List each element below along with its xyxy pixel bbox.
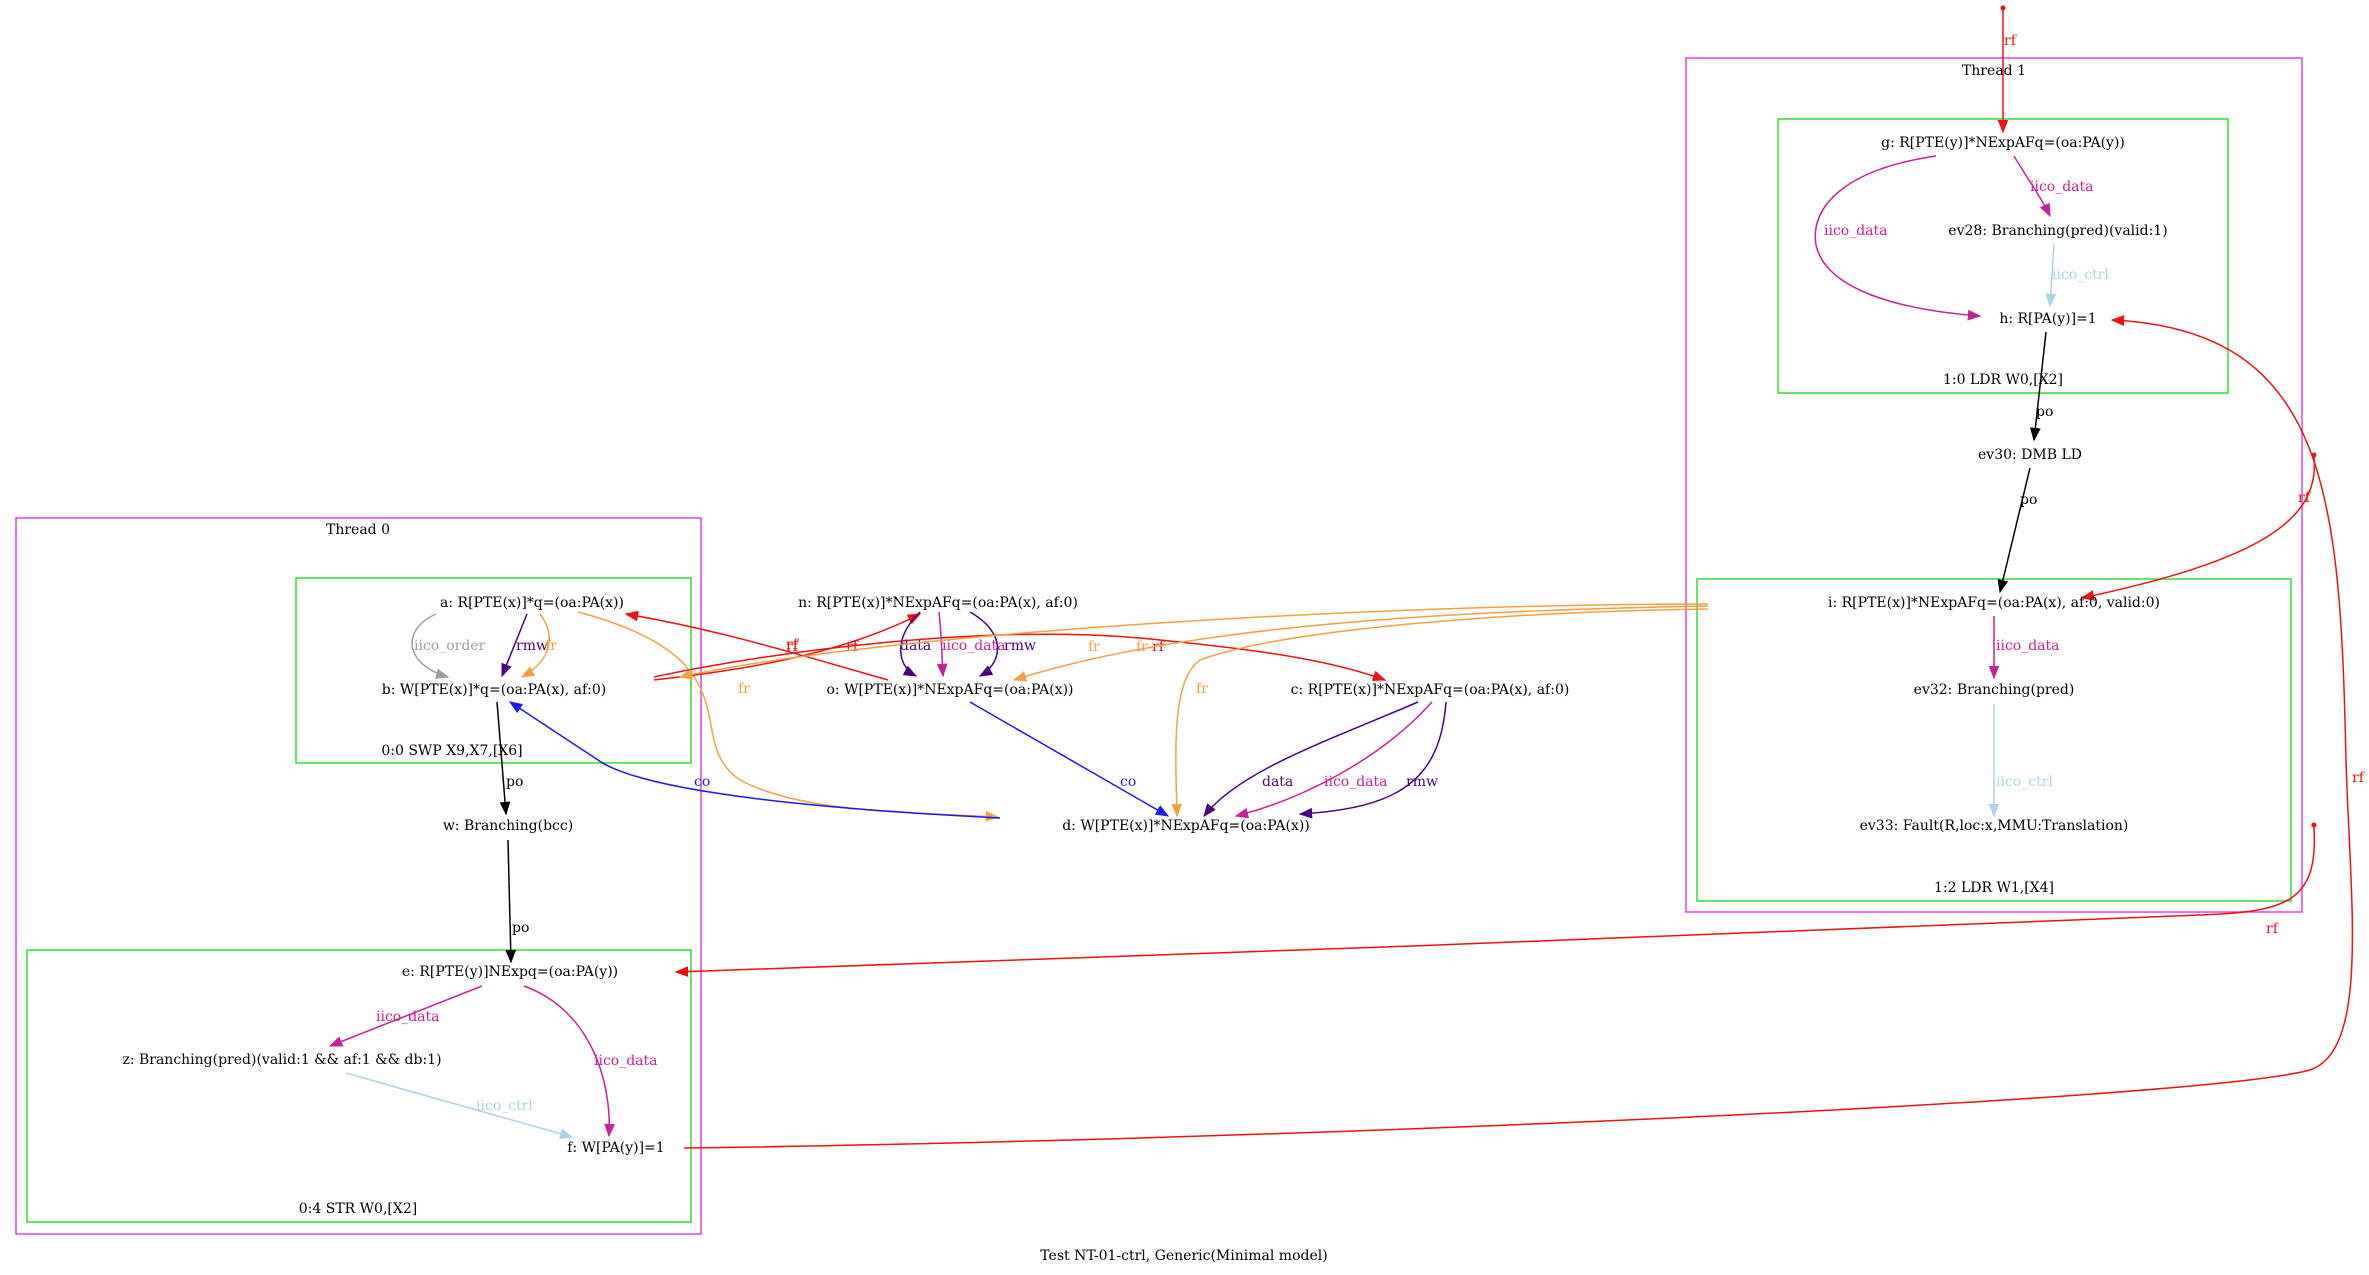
- node-f: f: W[PA(y)]=1: [567, 1140, 664, 1156]
- edge-label-rf-oa: rf: [786, 637, 800, 653]
- thread-1-cluster: Thread 1: [1685, 57, 2303, 913]
- edge-a-b-rmw: [501, 613, 528, 678]
- edge-label-iico-ctrl-ev32-ev33: iico_ctrl: [1996, 774, 2053, 790]
- edge-label-rf-init-g: rf: [2004, 33, 2018, 49]
- thread-1-label: Thread 1: [1962, 63, 2026, 79]
- edge-label-po-ev30-i: po: [2020, 492, 2037, 508]
- instruction-0-4-label: 0:4 STR W0,[X2]: [299, 1201, 417, 1217]
- edge-label-rmw-ab: rmw: [516, 638, 548, 654]
- node-ev33: ev33: Fault(R,loc:x,MMU:Translation): [1860, 818, 2129, 834]
- edge-init-i-rf: [2080, 456, 2316, 601]
- init-dot-icon: [2311, 822, 2317, 828]
- edge-label-rf-bn: rf: [786, 639, 800, 655]
- edge-ev30-i-po: [1997, 467, 2031, 594]
- edge-h-ev30-po: [2029, 331, 2047, 442]
- edge-label-rf-fh: rf: [2352, 770, 2366, 786]
- edge-label-po-we: po: [512, 920, 529, 936]
- edge-label-fr-io: fr: [1136, 639, 1148, 655]
- edge-n-o-iico-data: [936, 611, 948, 678]
- edge-g-ev28-iico-data: [2013, 155, 2051, 218]
- node-w: w: Branching(bcc): [443, 818, 573, 834]
- edge-c-d-iico-data: [1234, 701, 1433, 819]
- edge-e-z-iico-data: [328, 985, 483, 1047]
- node-e: e: R[PTE(y)]NExpq=(oa:PA(y)): [402, 964, 618, 980]
- instruction-box-1-0: 1:0 LDR W0,[X2]: [1777, 118, 2229, 394]
- node-n: n: R[PTE(x)]*NExpAFq=(oa:PA(x), af:0): [798, 595, 1078, 611]
- node-c: c: R[PTE(x)]*NExpAFq=(oa:PA(x), af:0): [1291, 682, 1570, 698]
- edge-label-rf-init-i: rf: [2298, 490, 2312, 506]
- edge-e-f-iico-data: [523, 985, 616, 1138]
- edge-label-co-od: co: [1120, 774, 1136, 790]
- edge-label-iico-data-i-ev32: iico_data: [1996, 638, 2060, 654]
- edge-label-rf-init-e: rf: [2266, 921, 2280, 937]
- node-i: i: R[PTE(x)]*NExpAFq=(oa:PA(x), af:0, va…: [1828, 595, 2160, 611]
- edge-label-po-bw: po: [506, 774, 523, 790]
- node-ev30: ev30: DMB LD: [1978, 447, 2082, 463]
- edge-label-co-db: co: [694, 774, 710, 790]
- edge-b-w-po: [496, 701, 511, 816]
- edge-n-o-rmw: [969, 611, 999, 677]
- edge-d-b-co: [508, 701, 1001, 819]
- node-h: h: R[PA(y)]=1: [1999, 311, 2096, 327]
- node-d: d: W[PTE(x)]*NExpAFq=(oa:PA(x)): [1062, 818, 1310, 834]
- node-b: b: W[PTE(x)]*q=(oa:PA(x), af:0): [382, 682, 606, 698]
- edge-g-h-iico-data: [1814, 155, 1982, 321]
- edge-c-d-rmw: [1298, 701, 1447, 819]
- instruction-box-1-2: 1:2 LDR W1,[X4]: [1696, 578, 2292, 902]
- edge-label-data-no: data: [900, 638, 931, 654]
- edge-w-e-po: [505, 839, 517, 964]
- edge-b-c-rf: [653, 633, 1387, 681]
- init-dot-icon: [2311, 452, 2317, 458]
- thread-0-label: Thread 0: [326, 522, 390, 538]
- edge-i-d-fr: [1171, 608, 1709, 818]
- edge-label-rf-bc-2: rf: [1152, 639, 1166, 655]
- edge-a-b-fr: [520, 613, 550, 678]
- node-o: o: W[PTE(x)]*NExpAFq=(oa:PA(x)): [826, 682, 1073, 698]
- edge-n-o-data: [900, 611, 921, 677]
- edge-label-fr-ab: fr: [545, 638, 557, 654]
- edge-a-b-iico-order: [411, 613, 450, 679]
- node-ev28: ev28: Branching(pred)(valid:1): [1948, 223, 2167, 239]
- edge-o-d-co: [969, 701, 1170, 817]
- edge-o-a-rf: [624, 610, 889, 681]
- edge-label-data-cd: data: [1262, 774, 1293, 790]
- edge-c-d-data: [1203, 701, 1419, 818]
- edge-label-fr-ad: fr: [738, 681, 750, 697]
- instruction-1-0-label: 1:0 LDR W0,[X2]: [1943, 372, 2063, 388]
- edge-label-rf-bc: rf: [846, 639, 860, 655]
- edge-init-e-rf: [674, 826, 2316, 978]
- node-a: a: R[PTE(x)]*q=(oa:PA(x)): [440, 595, 624, 611]
- edge-label-iico-data-cd: iico_data: [1324, 774, 1388, 790]
- instruction-box-0-4: 0:4 STR W0,[X2]: [26, 949, 692, 1223]
- edge-i-b-fr: [678, 603, 1709, 680]
- edge-label-iico-data-ef: iico_data: [594, 1053, 658, 1069]
- node-ev32: ev32: Branching(pred): [1914, 682, 2075, 698]
- edge-ev28-h-iico-ctrl: [2045, 243, 2057, 308]
- instruction-0-0-label: 0:0 SWP X9,X7,[X6]: [381, 743, 522, 759]
- edge-label-iico-data-g-h: iico_data: [1824, 223, 1888, 239]
- edge-label-rmw-cd: rmw: [1406, 774, 1438, 790]
- diagram-caption: Test NT-01-ctrl, Generic(Minimal model): [1040, 1248, 1327, 1264]
- edge-label-iico-data-no: iico_data: [942, 638, 1006, 654]
- edge-label-po-h-ev30: po: [2036, 404, 2053, 420]
- thread-0-cluster: Thread 0: [15, 517, 702, 1235]
- edge-label-fr-ib: fr: [1088, 639, 1100, 655]
- init-dot-icon: [2000, 5, 2006, 11]
- node-g: g: R[PTE(y)]*NExpAFq=(oa:PA(y)): [1881, 135, 2125, 151]
- edge-label-rmw-no: rmw: [1004, 638, 1036, 654]
- edge-label-iico-data-g-ev28: iico_data: [2030, 179, 2094, 195]
- edge-z-f-iico-ctrl: [345, 1072, 574, 1139]
- edge-label-iico-ctrl-ev28-h: iico_ctrl: [2052, 267, 2109, 283]
- edge-label-iico-order: iico_order: [414, 638, 486, 654]
- edge-label-iico-data-ez: iico_data: [376, 1009, 440, 1025]
- edge-label-iico-ctrl-zf: iico_ctrl: [476, 1098, 533, 1114]
- instruction-1-2-label: 1:2 LDR W1,[X4]: [1934, 880, 2054, 896]
- edge-f-h-rf: [683, 315, 2354, 1149]
- edge-label-fr-id: fr: [1196, 681, 1208, 697]
- edge-i-o-fr: [1012, 605, 1709, 682]
- node-z: z: Branching(pred)(valid:1 && af:1 && db…: [122, 1052, 441, 1068]
